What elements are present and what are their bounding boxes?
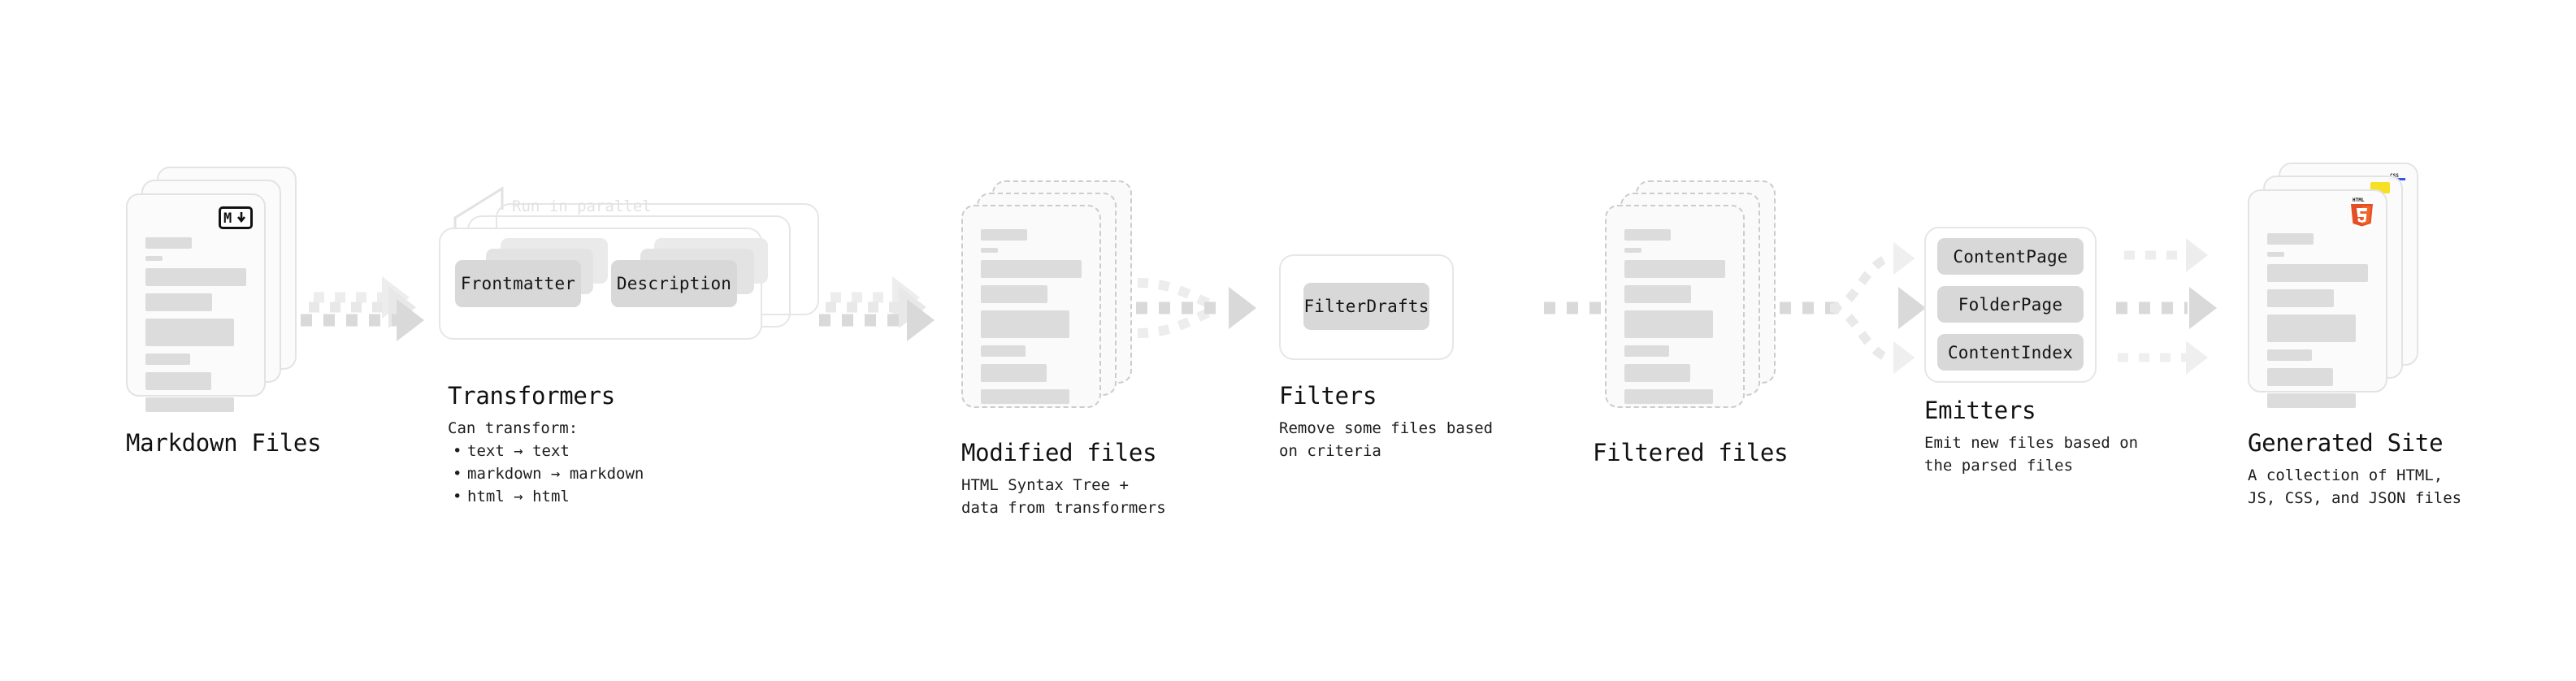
bullet-item: html → html [467,485,644,508]
bullet-item: text → text [467,440,644,462]
doc-bar [145,256,163,261]
site-doc-front: HTML [2248,189,2387,408]
modified-doc-content [981,229,1082,411]
generated-site-stack: CSS HTML [2248,163,2443,414]
doc-bar [2267,289,2334,307]
doc-bar [981,260,1082,278]
doc-bar [145,293,212,311]
markdown-files-stack: M [126,167,313,414]
chip-contentpage[interactable]: ContentPage [1937,238,2084,275]
doc-bar [2267,349,2312,361]
run-in-parallel-label: Run in parallel [512,197,652,215]
doc-bar [145,397,235,412]
stage-subtitle-filters: Remove some files based on criteria [1279,419,1494,460]
doc-bar [2267,393,2357,408]
doc-bar [2267,252,2285,257]
doc-bar [2267,368,2333,386]
doc-bar [981,389,1070,404]
doc-bar [2267,314,2357,342]
doc-bar [1624,229,1672,241]
transformers-bullets: text → text markdown → markdown html → h… [448,440,644,508]
chip-frontmatter[interactable]: Frontmatter [455,260,581,307]
stage-title-generated-site: Generated Site [2248,429,2444,457]
site-doc-content [2267,233,2368,415]
doc-bar [145,319,235,346]
filters-group: FilterDrafts [1279,254,1458,360]
doc-bar [145,268,246,286]
doc-bar [1624,260,1725,278]
stage-title-modified-files: Modified files [961,439,1157,466]
doc-bar [2267,233,2314,245]
chip-description[interactable]: Description [611,260,737,307]
arrow-emitters-to-site [2116,238,2217,375]
markdown-badge: M [219,206,253,229]
filtered-doc-front [1605,205,1745,408]
stage-title-markdown-files: Markdown Files [126,429,322,457]
doc-bar [145,354,190,365]
doc-bar [1624,248,1642,253]
modified-doc-front [961,205,1101,408]
stage-title-transformers: Transformers [448,382,615,410]
arrow-filtered-to-emitters [1780,241,1926,375]
transformers-subhead: Can transform: [448,419,579,437]
doc-bar [981,310,1070,338]
svg-text:HTML: HTML [2353,197,2365,203]
doc-bar [1624,364,1690,382]
stage-subtitle-generated-site: A collection of HTML, JS, CSS, and JSON … [2248,466,2462,507]
doc-bar [981,229,1028,241]
html5-badge: HTML [2348,196,2376,230]
bullet-item: markdown → markdown [467,462,644,485]
arrow-transformers-to-modified [819,276,935,341]
arrow-markdown-to-transformers [301,276,424,341]
doc-bar [1624,285,1691,303]
doc-bar [981,285,1047,303]
svg-text:M: M [223,210,232,225]
markdown-doc-content [145,237,246,419]
doc-bar [981,345,1026,357]
filtered-files-stack [1605,180,1792,424]
stage-title-filtered-files: Filtered files [1593,439,1789,466]
doc-bar [145,372,211,390]
doc-bar [2267,264,2368,282]
doc-bar [981,364,1047,382]
chip-filterdrafts[interactable]: FilterDrafts [1303,283,1429,330]
markdown-doc-front: M [126,193,266,412]
chip-contentindex[interactable]: ContentIndex [1937,334,2084,371]
doc-bar [1624,345,1669,357]
doc-bar [145,237,193,249]
stage-subtitle-modified-files: HTML Syntax Tree + data from transformer… [961,476,1166,517]
transformers-group: x x Frontmatter x x Description [439,203,829,358]
arrow-modified-to-filters [1136,278,1256,338]
stage-subtitle-emitters: Emit new files based on the parsed files [1924,434,2139,475]
stage-title-emitters: Emitters [1924,397,2036,424]
modified-files-stack [961,180,1148,424]
doc-bar [1624,310,1714,338]
doc-bar [1624,389,1714,404]
doc-bar [981,248,999,253]
chip-folderpage[interactable]: FolderPage [1937,286,2084,323]
filtered-doc-content [1624,229,1725,411]
stage-title-filters: Filters [1279,382,1377,410]
emitters-group: ContentPage FolderPage ContentIndex [1924,227,2111,389]
